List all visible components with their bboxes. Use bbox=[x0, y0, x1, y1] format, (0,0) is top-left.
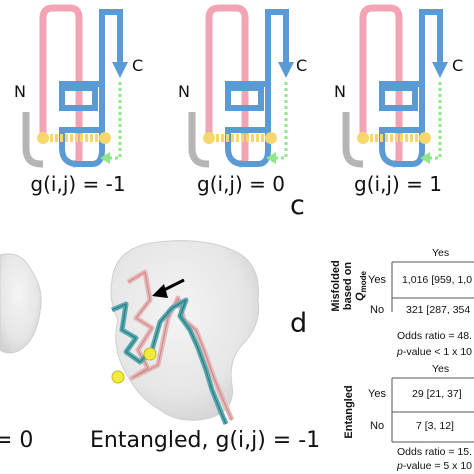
g-label-neg1: g(i,j) = -1 bbox=[30, 172, 126, 196]
entangle-path bbox=[428, 82, 442, 160]
c-arrow-head bbox=[112, 62, 128, 78]
c-label-3: C bbox=[452, 56, 464, 75]
contact-bead-left bbox=[37, 132, 49, 144]
blue-strand bbox=[379, 9, 443, 167]
entangled-label: Entangled, g(i,j) = -1 bbox=[90, 428, 321, 453]
panel-c-row-no: No bbox=[370, 304, 385, 316]
c-arrow-head bbox=[432, 62, 448, 78]
n-label-1: N bbox=[14, 82, 26, 101]
panel-d-row-no: No bbox=[370, 420, 385, 432]
panel-c-side-label: Misfolded based on Qmode bbox=[330, 236, 370, 336]
c-arrow-head bbox=[278, 62, 294, 78]
panel-d-side-label: Entangled bbox=[343, 385, 355, 439]
panel-c-side-line1: Misfolded bbox=[330, 260, 342, 312]
n-terminal-strand bbox=[188, 112, 209, 168]
panel-d-p-value: p-value = 5 x 10 bbox=[397, 460, 473, 472]
panel-c-side-line2: based on bbox=[342, 261, 354, 311]
entangle-arrow-head bbox=[420, 152, 430, 164]
n-terminal-strand bbox=[22, 112, 43, 168]
panel-c-letter: c bbox=[290, 190, 305, 221]
panel-c-value-no: 321 [287, 354 bbox=[406, 304, 471, 316]
contact-bead-right bbox=[99, 132, 111, 144]
panel-c-side-q: Qmode bbox=[354, 271, 369, 301]
entangle-arrow-head bbox=[100, 152, 110, 164]
panel-d-row-yes: Yes bbox=[368, 388, 386, 400]
surface-blob-right bbox=[110, 240, 260, 421]
entangle-path bbox=[108, 82, 122, 160]
n-terminal-strand bbox=[342, 112, 363, 168]
panel-d-value-yes: 29 [21, 37] bbox=[412, 388, 462, 400]
panel-d-letter: d bbox=[290, 308, 308, 339]
c-label-2: C bbox=[296, 56, 308, 75]
panel-c-odds-ratio: Odds ratio = 48. bbox=[397, 330, 473, 342]
partial-label: = 0 bbox=[0, 428, 34, 453]
panel-c-row-yes: Yes bbox=[368, 274, 386, 286]
panel-c-value-yes: 1,016 [959, 1,0 bbox=[402, 274, 473, 286]
contact-bead-right bbox=[419, 132, 431, 144]
n-label-3: N bbox=[334, 82, 346, 101]
diagram-pos1 bbox=[342, 4, 448, 168]
entangle-path bbox=[274, 82, 288, 160]
panel-d-odds-ratio: Odds ratio = 15. bbox=[397, 446, 473, 458]
blue-strand bbox=[59, 9, 123, 167]
panel-c-p-value: p-value < 1 x 10 bbox=[397, 346, 473, 358]
c-label-1: C bbox=[132, 56, 144, 75]
backbone-teal-shade bbox=[111, 299, 227, 425]
panel-c-col-header: Yes bbox=[432, 247, 450, 259]
contact-bead-left bbox=[357, 132, 369, 144]
panel-d-value-no: 7 [3, 12] bbox=[416, 420, 454, 432]
contact-bead-yellow-1 bbox=[111, 370, 125, 384]
surface-blob-left bbox=[0, 253, 42, 354]
diagram-neg1 bbox=[22, 4, 128, 168]
backbone-pink-shade bbox=[127, 271, 233, 421]
contact-bead-yellow-2 bbox=[143, 347, 157, 361]
n-label-2: N bbox=[178, 82, 190, 101]
g-label-0: g(i,j) = 0 bbox=[197, 172, 285, 196]
panel-d-col-header: Yes bbox=[432, 363, 450, 375]
diagram-0 bbox=[188, 4, 294, 168]
blue-strand bbox=[225, 9, 289, 167]
crossing-arrow-head bbox=[152, 284, 168, 298]
g-label-pos1: g(i,j) = 1 bbox=[354, 172, 442, 196]
entangle-arrow-head bbox=[266, 152, 276, 164]
